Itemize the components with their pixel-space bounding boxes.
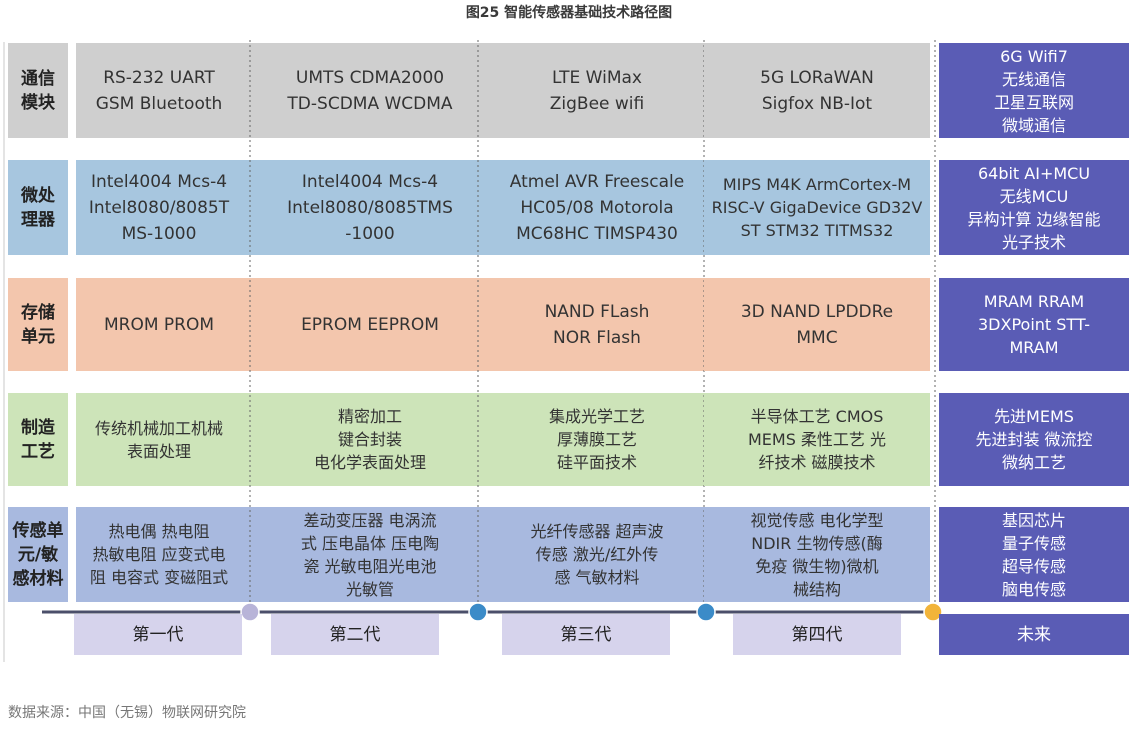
timeline-dot [696,602,716,622]
generation-label-1: 第一代 [74,614,242,655]
row-label-storage: 存储 单元 [8,278,68,371]
figure-title: 图25 智能传感器基础技术路径图 [465,5,673,21]
cpu-cell-4: MIPS M4K ArmCortex-M RISC-V GigaDevice G… [704,160,930,255]
row-label-cpu: 微处 理器 [8,160,68,255]
process-cell-3: 集成光学工艺 厚薄膜工艺 硅平面技术 [502,393,692,486]
row-band-gap [468,507,502,602]
row-band-gap [468,278,502,371]
row-band-gap [692,507,704,602]
process-cell-5: 先进MEMS 先进封装 微流控 微纳工艺 [939,393,1129,486]
timeline-dot [240,602,260,622]
comm-cell-2: UMTS CDMA2000 TD-SCDMA WCDMA [272,43,468,138]
row-band-gap [692,278,704,371]
row-band-gap [692,43,704,138]
generation-label-5: 未来 [939,614,1129,655]
storage-cell-2: EPROM EEPROM [272,278,468,371]
row-band-gap [468,160,502,255]
comm-cell-4: 5G LORaWAN Sigfox NB-Iot [704,43,930,138]
sensor-cell-2: 差动变压器 电涡流 式 压电晶体 压电陶 瓷 光敏电阻光电池 光敏管 [272,507,468,602]
process-cell-2: 精密加工 键合封装 电化学表面处理 [272,393,468,486]
sensor-cell-1: 热电偶 热电阻 热敏电阻 应变式电 阻 电容式 变磁阻式 [76,507,242,602]
generation-label-2: 第二代 [271,614,439,655]
cpu-cell-3: Atmel AVR Freescale HC05/08 Motorola MC6… [502,160,692,255]
source-note: 数据来源：中国（无锡）物联网研究院 [8,705,246,721]
row-band-gap [692,393,704,486]
sensor-cell-5: 基因芯片 量子传感 超导传感 脑电传感 [939,507,1129,602]
storage-cell-5: MRAM RRAM 3DXPoint STT- MRAM [939,278,1129,371]
process-cell-4: 半导体工艺 CMOS MEMS 柔性工艺 光 纤技术 磁膜技术 [704,393,930,486]
comm-cell-3: LTE WiMax ZigBee wifi [502,43,692,138]
storage-cell-3: NAND FLash NOR Flash [502,278,692,371]
row-label-comm: 通信 模块 [8,43,68,138]
row-label-process: 制造 工艺 [8,393,68,486]
row-band-gap [242,43,272,138]
timeline-dot [923,602,943,622]
row-band-gap [692,160,704,255]
storage-cell-4: 3D NAND LPDDRe MMC [704,278,930,371]
row-band-gap [242,278,272,371]
row-band-gap [242,393,272,486]
row-band-gap [468,393,502,486]
sensor-cell-3: 光纤传感器 超声波 传感 激光/红外传 感 气敏材料 [502,507,692,602]
storage-cell-1: MROM PROM [76,278,242,371]
timeline-dot [468,602,488,622]
row-label-sensor: 传感单 元/敏 感材料 [8,507,68,602]
generation-label-3: 第三代 [502,614,670,655]
generation-label-4: 第四代 [733,614,901,655]
process-cell-1: 传统机械加工机械 表面处理 [76,393,242,486]
cpu-cell-5: 64bit AI+MCU 无线MCU 异构计算 边缘智能 光子技术 [939,160,1129,255]
comm-cell-1: RS-232 UART GSM Bluetooth [76,43,242,138]
row-band-gap [468,43,502,138]
cpu-cell-2: Intel4004 Mcs-4 Intel8080/8085TMS -1000 [272,160,468,255]
cpu-cell-1: Intel4004 Mcs-4 Intel8080/8085T MS-1000 [76,160,242,255]
comm-cell-5: 6G Wifi7 无线通信 卫星互联网 微域通信 [939,43,1129,138]
sensor-cell-4: 视觉传感 电化学型 NDIR 生物传感(酶 免疫 微生物)微机 械结构 [704,507,930,602]
row-band-gap [242,507,272,602]
row-band-gap [242,160,272,255]
